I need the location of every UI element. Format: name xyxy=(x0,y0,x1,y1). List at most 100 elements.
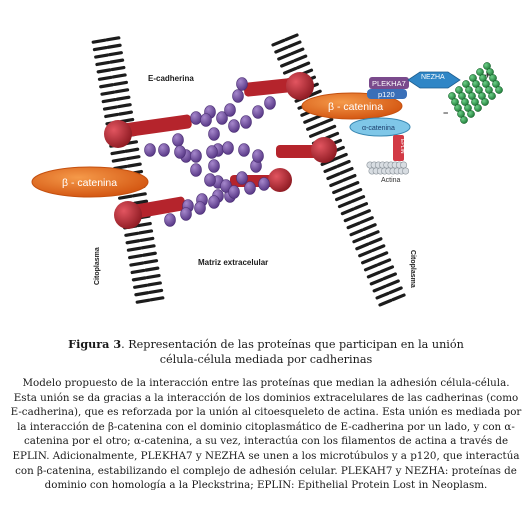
membrane-lipid xyxy=(145,273,161,280)
tubulin-subunit xyxy=(488,92,496,100)
figure-number: Figura 3 xyxy=(68,337,122,351)
figure-title-text: . Representación de las proteínas que pa… xyxy=(121,338,464,366)
membrane-lipid xyxy=(109,58,125,64)
membrane-lipid xyxy=(373,251,389,260)
cadherin-domain xyxy=(216,111,228,125)
membrane-lipid xyxy=(133,199,149,205)
membrane-lipid xyxy=(378,298,393,307)
cadherin-head-right-mid xyxy=(311,137,337,163)
tubulin-subunit xyxy=(495,86,503,94)
tubulin-subunit xyxy=(460,116,468,124)
cadherin-domain xyxy=(240,115,252,129)
membrane-lipid xyxy=(336,159,351,168)
eplin-label: EPLIN xyxy=(399,139,405,154)
cadherin-domain xyxy=(228,185,240,199)
cadherin-domain xyxy=(144,143,156,157)
cadherin-domain xyxy=(224,103,236,117)
membrane-lipid xyxy=(369,277,384,286)
membrane-lipid xyxy=(359,216,374,224)
membrane-lipid xyxy=(141,251,157,257)
membrane-lipid xyxy=(124,147,140,153)
membrane-lipid xyxy=(355,242,370,251)
membrane-lipid xyxy=(368,237,383,246)
membrane-lipid xyxy=(339,166,354,175)
nezha xyxy=(407,71,461,89)
cadherin-stalk-left-top xyxy=(119,114,192,138)
membrane-lipid xyxy=(135,298,151,304)
membrane-lipid xyxy=(115,95,131,101)
membrane-lipid xyxy=(319,117,334,126)
membrane-lipid xyxy=(284,33,299,42)
membrane-lipid xyxy=(366,270,382,279)
membrane-lipid xyxy=(102,105,118,111)
cadherin-domain xyxy=(232,89,244,103)
beta-catenin-left-label: β - catenina xyxy=(62,177,117,189)
actin-monomer xyxy=(400,161,408,169)
membrane-lipid xyxy=(329,179,344,188)
eplin xyxy=(393,135,404,161)
membrane-lipid xyxy=(100,90,116,96)
p120 xyxy=(367,89,407,99)
membrane-lipid xyxy=(129,261,145,267)
cadherin-domain xyxy=(190,149,202,163)
cadherin-domain xyxy=(264,96,276,110)
membrane-lipid xyxy=(323,165,338,174)
plekha7-label: PLEKHA7 xyxy=(372,79,406,88)
membrane-lipid xyxy=(333,152,348,161)
e-cadherina-label: E-cadherina xyxy=(148,74,194,83)
membrane-lipid xyxy=(342,173,357,182)
cadherin-domain xyxy=(244,181,256,195)
cadherin-domain xyxy=(172,133,184,147)
cadherin-domain xyxy=(174,145,186,159)
figure-caption-title: Figura 3. Representación de las proteína… xyxy=(60,337,472,367)
membrane-lipid xyxy=(105,36,121,42)
membrane-lipid xyxy=(307,89,322,98)
citoplasma-left-label: Citoplasma xyxy=(94,247,101,285)
alpha-catenin-label: α-catenina xyxy=(362,125,395,132)
membrane-lipid xyxy=(97,75,113,81)
nezha-label: NEZHA xyxy=(421,74,445,81)
cadherin-stalk-left-bottom xyxy=(127,196,186,220)
beta-catenin-left xyxy=(31,166,149,198)
membrane-lipid xyxy=(388,286,403,295)
membrane-lipid xyxy=(95,60,111,67)
cadherin-domain xyxy=(204,173,216,187)
membrane-lipid xyxy=(101,97,117,104)
beta-catenin-right xyxy=(301,92,403,120)
membrane-lipid xyxy=(371,244,386,253)
membrane-lipid xyxy=(321,124,337,133)
membrane-lipid xyxy=(376,258,392,267)
membrane-lipid xyxy=(303,116,318,124)
membrane-lipid xyxy=(110,149,126,156)
membrane-lipid xyxy=(143,259,159,265)
membrane-lipid xyxy=(358,249,373,258)
membrane-lipid xyxy=(349,228,364,237)
tubulin-subunit xyxy=(474,104,482,112)
membrane-lipid xyxy=(308,130,324,138)
membrane-lipid xyxy=(99,83,115,89)
cadherin-domain xyxy=(252,105,264,119)
membrane-lipid xyxy=(111,157,127,163)
membrane-lipid xyxy=(91,38,107,44)
membrane-lipid xyxy=(282,66,298,75)
cadherin-domain xyxy=(206,145,218,159)
cadherin-domain xyxy=(236,171,248,185)
cadherin-domain xyxy=(200,113,212,127)
membrane-lipid xyxy=(363,263,379,272)
membrane-lipid xyxy=(287,40,302,49)
tubulin-subunit xyxy=(481,98,489,106)
membrane-lipid xyxy=(295,61,311,70)
matriz-extracelular-label: Matriz extracelular xyxy=(198,258,268,267)
membrane-lipid xyxy=(306,123,321,131)
membrane-lipid xyxy=(337,200,353,209)
membrane-lipid xyxy=(107,51,123,57)
cadherin-domain xyxy=(190,111,202,125)
cadherin-domain xyxy=(228,119,240,133)
citoplasma-right-label: Citoplasma xyxy=(409,250,416,288)
membrane-lipid xyxy=(104,112,120,119)
actin-label: Actina xyxy=(381,177,401,184)
plekha7 xyxy=(369,77,409,89)
membrane-lipid xyxy=(125,155,141,161)
membrane-lipid xyxy=(274,45,289,54)
actin-filament xyxy=(366,161,410,175)
